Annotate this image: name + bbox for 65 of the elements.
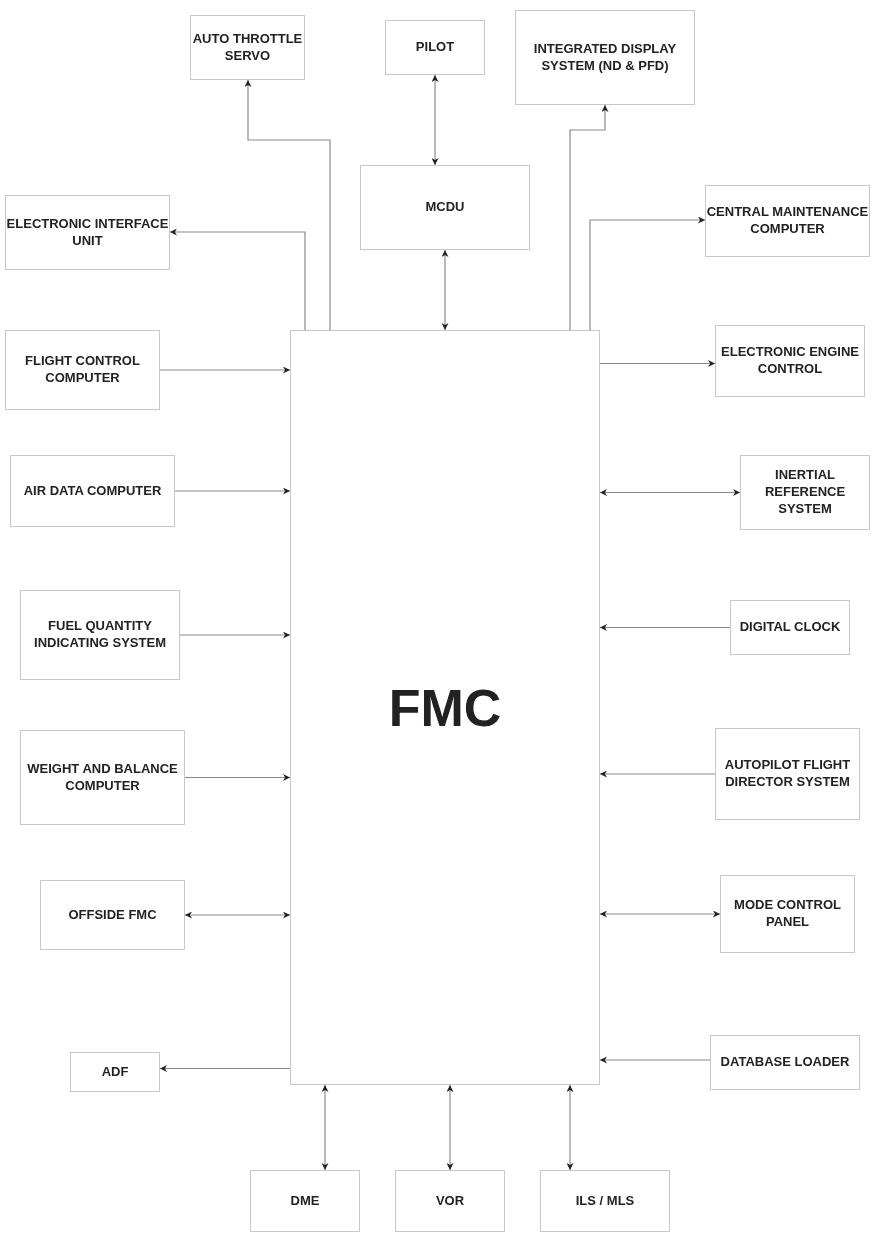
arrow [179, 631, 291, 639]
system-label: OFFSIDE FMC [68, 906, 157, 924]
arrow [599, 360, 716, 367]
system-box [715, 728, 860, 820]
arrow [566, 1084, 574, 1171]
system-label: INERTIAL REFERENCE SYSTEM [763, 467, 847, 518]
system-box [720, 875, 855, 953]
system-box [395, 1170, 505, 1232]
system-label: ELECTRONIC ENGINE CONTROL [720, 344, 860, 378]
system-label: AIR DATA COMPUTER [23, 482, 162, 500]
arrow [244, 79, 331, 331]
arrow [599, 489, 741, 496]
system-box [360, 165, 530, 250]
system-box [740, 455, 870, 530]
system-label: ILS / MLS [575, 1192, 635, 1210]
system-label: WEIGHT AND BALANCE COMPUTER [26, 760, 179, 795]
system-box [710, 1035, 860, 1090]
arrow [599, 770, 716, 778]
system-box [250, 1170, 360, 1232]
system-box [705, 185, 870, 257]
system-box [10, 455, 175, 527]
system-box [20, 730, 185, 825]
system-label: FUEL QUANTITY INDICATING SYSTEM [33, 618, 167, 652]
system-label: AUTOPILOT FLIGHT DIRECTOR SYSTEM [723, 757, 852, 791]
computer-block [290, 330, 600, 1085]
system-label: FMC [388, 681, 502, 734]
arrow [431, 74, 439, 166]
system-label: CENTRAL MAINTENANCE COMPUTER [706, 204, 869, 238]
system-box [715, 325, 865, 397]
system-box [40, 880, 185, 950]
system-label: DATABASE LOADER [720, 1054, 850, 1071]
system-label: INTEGRATED DISPLAY SYSTEM (ND & PFD) [532, 40, 678, 75]
arrow [184, 911, 291, 919]
system-box [5, 330, 160, 410]
arrow [159, 1065, 291, 1072]
arrow [169, 228, 306, 331]
arrow [184, 774, 291, 781]
system-box [70, 1052, 160, 1092]
arrow [321, 1084, 329, 1171]
system-label: PILOT [415, 39, 455, 56]
system-box [730, 600, 850, 655]
system-label: FLIGHT CONTROL COMPUTER [24, 353, 141, 387]
arrow [441, 249, 449, 331]
system-label: MCDU [425, 199, 465, 216]
system-label: AUTO THROTTLE SERVO [191, 30, 304, 65]
arrow [569, 104, 609, 331]
system-box [540, 1170, 670, 1232]
arrow [446, 1084, 454, 1171]
system-box [20, 590, 180, 680]
system-box [515, 10, 695, 105]
system-label: ELECTRONIC INTERFACE UNIT [6, 215, 169, 250]
system-label: DIGITAL CLOCK [739, 619, 841, 636]
system-label: ADF [101, 1063, 129, 1081]
system-label: VOR [435, 1192, 465, 1210]
system-label: MODE CONTROL PANEL [733, 897, 842, 931]
system-box [5, 195, 170, 270]
arrow [589, 216, 706, 331]
system-box [385, 20, 485, 75]
arrow [599, 1056, 711, 1064]
arrow [159, 366, 291, 374]
arrow [174, 487, 291, 495]
arrow [599, 624, 731, 631]
arrow [599, 910, 721, 918]
system-box [190, 15, 305, 80]
system-label: DME [290, 1192, 320, 1210]
